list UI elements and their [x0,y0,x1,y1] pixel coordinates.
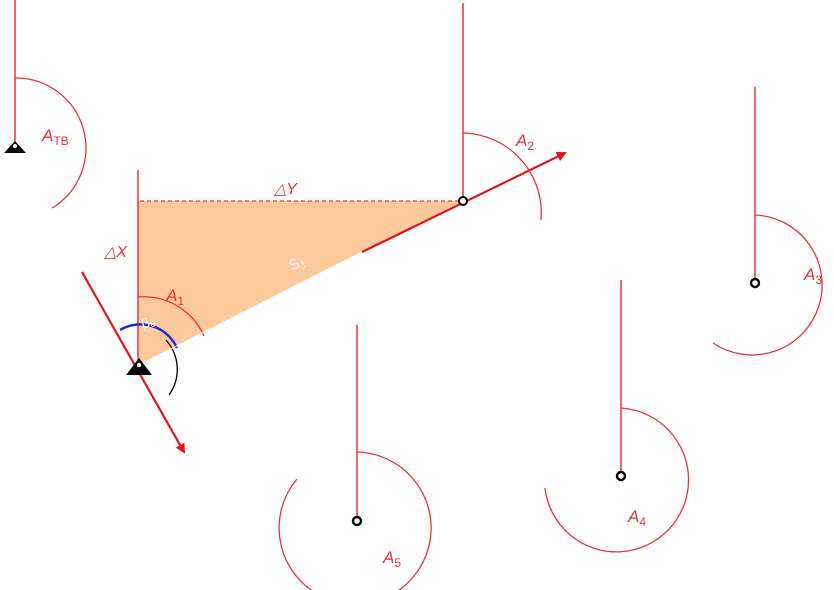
side-s1-line [138,251,363,366]
triangle-station-icon [4,141,26,153]
station-a1-azimuth-arc [137,296,205,337]
triangle-station-icon [126,358,152,375]
label-a2: A2 [515,131,534,153]
point-a3-azimuth-arc [712,214,823,356]
point-a5-azimuth-arc [278,451,432,590]
label-a5: A5 [382,548,401,570]
label-delta-x: △X [103,244,128,261]
ring-point-icon [749,277,761,289]
point-a4-azimuth-arc [544,407,690,553]
ring-point-icon [351,515,363,527]
back-sight-arrow [81,271,185,454]
ring-point-icon [615,470,627,482]
label-beta0: β₀ [139,312,157,332]
beta-angle-arc [119,323,179,349]
black-angle-arc [165,339,178,396]
ring-point-icon [458,196,468,206]
label-delta-y: △Y [273,181,298,198]
station-atb-azimuth-arc [14,77,87,209]
label-a4: A4 [627,507,646,529]
label-a1: A1 [165,286,184,308]
label-a-tb: ATB [41,126,69,148]
point-a2-azimuth-arc [462,132,542,221]
label-a3: A3 [803,265,822,287]
